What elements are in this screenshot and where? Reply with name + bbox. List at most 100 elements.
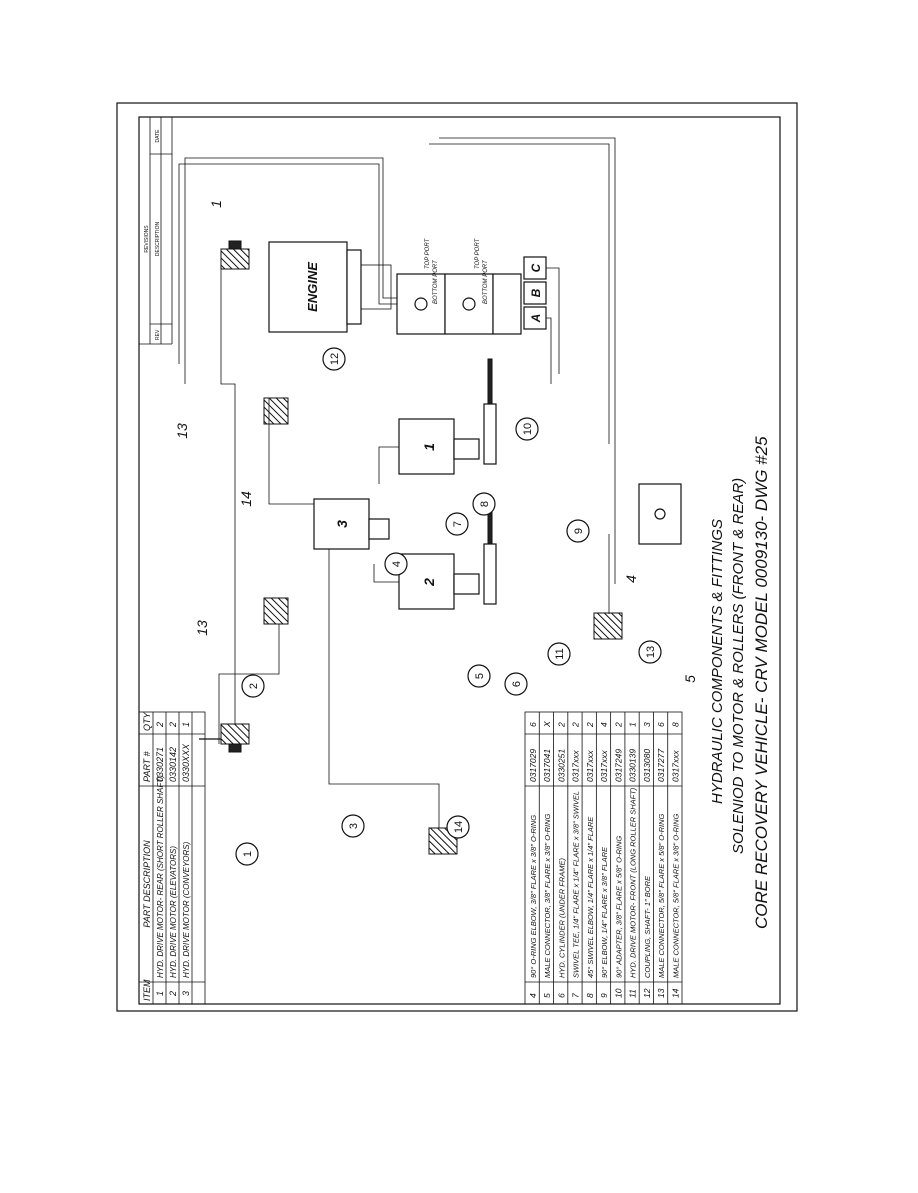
svg-text:2: 2	[248, 683, 260, 689]
svg-text:5: 5	[682, 675, 698, 683]
callout-4a: 4	[384, 552, 408, 576]
table-cell: MALE CONNECTOR, 3/8" FLARE x 3/8" O-RING	[543, 813, 552, 978]
table-cell: 9	[599, 993, 609, 998]
table-cell: 11	[628, 989, 638, 998]
table-cell: 2	[155, 722, 165, 728]
callout-13a: 13	[194, 620, 210, 636]
hyd-cylinder-upper	[483, 358, 497, 465]
table-cell: SWIVEL TEE, 1/4" FLARE x 1/4" FLARE x 3/…	[572, 791, 581, 978]
table-cell: 0317xxx	[599, 750, 609, 782]
svg-text:4: 4	[391, 561, 403, 567]
table-cell: 3	[181, 991, 191, 996]
table-cell: 0330XXX	[181, 743, 191, 782]
solenoid-3: 3	[313, 498, 390, 550]
table-cell: HYD. DRIVE MOTOR (CONVEYORS)	[182, 841, 191, 978]
callout-3: 3	[341, 814, 365, 838]
table-cell: 2	[571, 722, 581, 728]
table-cell: 7	[571, 993, 581, 998]
top-port-label-2: TOP PORT	[475, 237, 481, 269]
svg-text:13: 13	[174, 423, 190, 439]
svg-text:14: 14	[238, 491, 254, 507]
table-cell: 10	[613, 988, 623, 998]
callout-14a: 14	[446, 815, 470, 839]
table-cell: 8	[585, 993, 595, 998]
table-cell: 0317277	[656, 749, 666, 782]
svg-text:7: 7	[452, 521, 464, 527]
svg-text:3: 3	[348, 823, 360, 829]
revisions-block: REVISIONS REV DESCRIPTION DATE	[139, 117, 173, 345]
callout-14b: 14	[238, 491, 254, 507]
table-cell: 0330251	[556, 749, 566, 782]
revisions-description-header: DESCRIPTION	[155, 222, 161, 257]
callout-9: 9	[566, 519, 590, 543]
sheet-border	[116, 102, 798, 1012]
callout-7: 7	[445, 512, 469, 536]
table-cell: 2	[556, 722, 566, 728]
svg-text:13: 13	[194, 620, 210, 636]
pump-b	[523, 281, 547, 305]
col-item: ITEM	[142, 979, 152, 1001]
table-cell: 4	[528, 993, 538, 998]
motor-2-right	[263, 397, 289, 425]
revisions-rev-header: REV	[155, 329, 161, 340]
parts-table-top: ITEM PART DESCRIPTION PART # QTY 1 HYD. …	[138, 712, 206, 1005]
table-cell: 2	[613, 722, 623, 728]
table-cell: 13	[656, 988, 666, 998]
pump-a-label: A	[529, 314, 543, 324]
rotated-drawing: REVISIONS REV DESCRIPTION DATE ITEM PART…	[138, 117, 771, 1005]
table-cell: COUPLING, SHAFT- 1" BORE	[643, 875, 652, 978]
svg-text:6: 6	[511, 681, 523, 687]
table-cell: 0330139	[628, 749, 638, 782]
callout-8: 8	[472, 492, 496, 516]
callout-1a: 1	[235, 842, 259, 866]
table-cell: 0317xxx	[571, 750, 581, 782]
table-cell: 90° O-RING ELBOW, 3/8" FLARE x 3/8" O-RI…	[529, 815, 538, 978]
table-cell: HYD. CYLINDER (UNDER FRAME)	[557, 857, 566, 978]
solenoid-1-label: 1	[421, 443, 437, 451]
svg-text:1: 1	[242, 851, 254, 857]
table-cell: 4	[599, 722, 609, 727]
title-line-3: CORE RECOVERY VEHICLE- CRV MODEL 0009130…	[752, 436, 771, 929]
motor-11	[593, 612, 623, 640]
svg-text:10: 10	[522, 423, 534, 435]
table-cell: 1	[628, 722, 638, 727]
table-cell: HYD. DRIVE MOTOR- REAR (SHORT ROLLER SHA…	[156, 775, 165, 978]
svg-text:14: 14	[453, 821, 465, 833]
table-cell: X	[542, 721, 552, 728]
table-cell: HYD. DRIVE MOTOR- FRONT (LONG ROLLER SHA…	[629, 787, 638, 978]
svg-text:8: 8	[479, 501, 491, 507]
hose-lines	[178, 137, 616, 828]
callout-13c: 13	[638, 640, 662, 664]
pump-b-label: B	[529, 288, 543, 297]
table-cell: 14	[671, 988, 681, 998]
bottom-port-label-2: BOTTOM PORT	[483, 259, 489, 304]
drawing-frame	[138, 116, 781, 1005]
table-cell: 3	[642, 722, 652, 727]
svg-text:11: 11	[554, 648, 566, 659]
table-cell: 0330142	[168, 747, 178, 782]
table-cell: HYD. DRIVE MOTOR (ELEVATORS)	[169, 846, 178, 978]
table-cell: 2	[585, 722, 595, 728]
callout-2: 2	[241, 674, 265, 698]
pump-c-label: C	[529, 263, 543, 272]
svg-text:9: 9	[573, 528, 585, 534]
revisions-title: REVISIONS	[144, 225, 150, 253]
title-line-2: SOLENIOD TO MOTOR & ROLLERS (FRONT & REA…	[730, 478, 747, 854]
solenoid-2: 2	[398, 553, 480, 610]
table-cell: 0317029	[528, 749, 538, 782]
pump-stack: A B C TOP PORT BOTTOM PORT TOP PORT BOTT…	[396, 237, 547, 335]
revisions-date-header: DATE	[155, 129, 161, 143]
solenoid-2-label: 2	[421, 578, 437, 587]
svg-text:4: 4	[623, 575, 639, 583]
table-cell: 5	[542, 993, 552, 998]
table-cell: 90° ADAPTER, 3/8" FLARE x 5/8" O-RING	[614, 836, 623, 978]
motor-1-right	[220, 240, 250, 270]
top-port-label: TOP PORT	[425, 237, 431, 269]
table-cell: 8	[671, 722, 681, 727]
table-cell: 6	[556, 993, 566, 998]
svg-text:1: 1	[208, 200, 224, 208]
table-cell: 0317xxx	[585, 750, 595, 782]
motor-2-left	[263, 597, 289, 625]
flow-divider	[638, 483, 682, 545]
